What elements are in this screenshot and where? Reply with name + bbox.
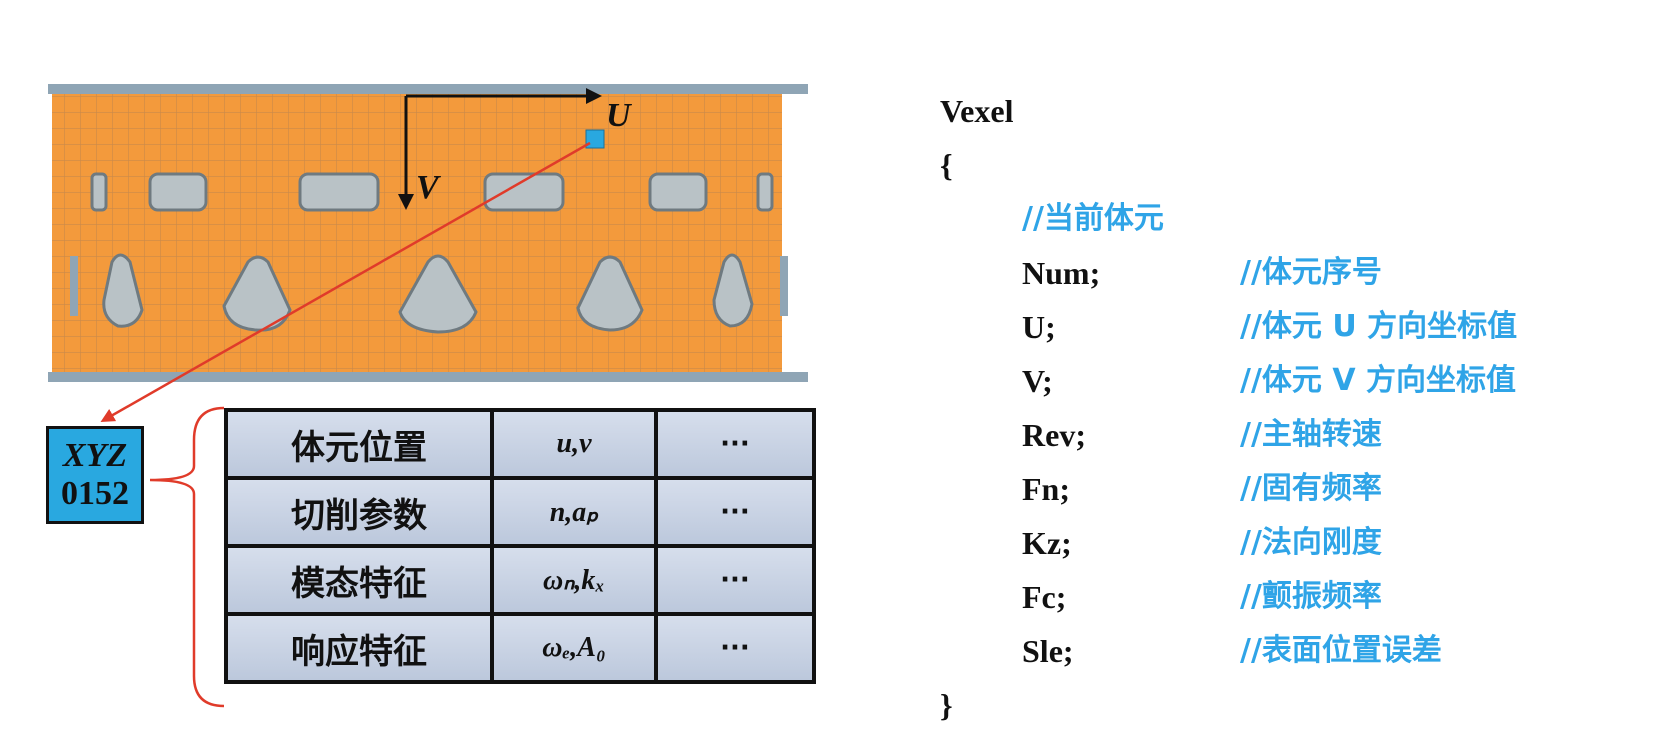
top-rim xyxy=(48,84,808,94)
field-name: U; xyxy=(1022,309,1056,345)
feature-more: ··· xyxy=(654,612,816,684)
field-row: V; //体元 V 方向坐标值 xyxy=(940,354,1516,408)
feature-name: 响应特征 xyxy=(224,612,494,684)
field-comment: //法向刚度 xyxy=(1240,525,1382,560)
field-name: Kz; xyxy=(1022,525,1072,561)
slot-holes xyxy=(90,172,774,212)
struct-name: Vexel xyxy=(940,93,1014,129)
field-row: U; //体元 U 方向坐标值 xyxy=(940,300,1517,354)
field-name: Sle; xyxy=(1022,633,1074,669)
workpiece-surface xyxy=(48,84,808,382)
voxel-leader-arrow xyxy=(100,141,591,422)
close-brace: } xyxy=(940,687,953,723)
feature-param: u,v xyxy=(490,408,658,480)
header-comment: //当前体元 xyxy=(1022,201,1164,236)
triangle-holes xyxy=(70,253,788,334)
uv-axes: U V xyxy=(398,88,633,210)
selected-voxel-marker xyxy=(585,129,605,149)
field-comment: //表面位置误差 xyxy=(1240,633,1442,668)
feature-param: ωₙ,kₓ xyxy=(490,544,658,616)
field-row: Sle; //表面位置误差 xyxy=(940,624,1442,678)
table-row: 响应特征 ωₑ,A₀ ··· xyxy=(224,612,816,684)
field-name: V; xyxy=(1022,363,1053,399)
field-row: Kz; //法向刚度 xyxy=(940,516,1382,570)
field-row: Rev; //主轴转速 xyxy=(940,408,1382,462)
voxel-tag-line2: 0152 xyxy=(61,475,129,512)
field-comment: //体元 V 方向坐标值 xyxy=(1240,363,1517,398)
field-comment: //颤振频率 xyxy=(1240,579,1382,614)
open-brace: { xyxy=(940,147,953,183)
header-comment-row: //当前体元 xyxy=(940,192,1164,246)
feature-param: ωₑ,A₀ xyxy=(490,612,658,684)
v-axis-label: V xyxy=(416,169,441,206)
table-row: 体元位置 u,v ··· xyxy=(224,408,816,480)
field-name: Fn; xyxy=(1022,471,1070,507)
feature-more: ··· xyxy=(654,476,816,548)
field-comment: //体元序号 xyxy=(1240,255,1382,290)
table-row: 模态特征 ωₙ,kₓ ··· xyxy=(224,544,816,616)
feature-name: 体元位置 xyxy=(224,408,494,480)
voxel-id-tag: XYZ 0152 xyxy=(46,426,144,524)
field-row: Fn; //固有频率 xyxy=(940,462,1382,516)
field-comment: //体元 U 方向坐标值 xyxy=(1240,309,1518,344)
voxel-tag-line1: XYZ xyxy=(62,437,128,474)
voxel-feature-table: 体元位置 u,v ··· 切削参数 n,aₚ ··· 模态特征 ωₙ,kₓ ··… xyxy=(224,408,816,684)
bottom-rim xyxy=(48,372,808,382)
feature-more: ··· xyxy=(654,544,816,616)
feature-name: 模态特征 xyxy=(224,544,494,616)
feature-param: n,aₚ xyxy=(490,476,658,548)
field-row: Num; //体元序号 xyxy=(940,246,1382,300)
field-comment: //固有频率 xyxy=(1240,471,1382,506)
feature-name: 切削参数 xyxy=(224,476,494,548)
field-name: Num; xyxy=(1022,255,1101,291)
field-name: Fc; xyxy=(1022,579,1067,615)
feature-more: ··· xyxy=(654,408,816,480)
field-comment: //主轴转速 xyxy=(1240,417,1382,452)
voxel-struct-code: Vexel { //当前体元 Num; //体元序号 U; //体元 U 方向坐… xyxy=(940,84,1517,732)
field-name: Rev; xyxy=(1022,417,1086,453)
table-row: 切削参数 n,aₚ ··· xyxy=(224,476,816,548)
field-row: Fc; //颤振频率 xyxy=(940,570,1382,624)
u-axis-label: U xyxy=(606,97,633,134)
table-bracket xyxy=(149,406,225,708)
